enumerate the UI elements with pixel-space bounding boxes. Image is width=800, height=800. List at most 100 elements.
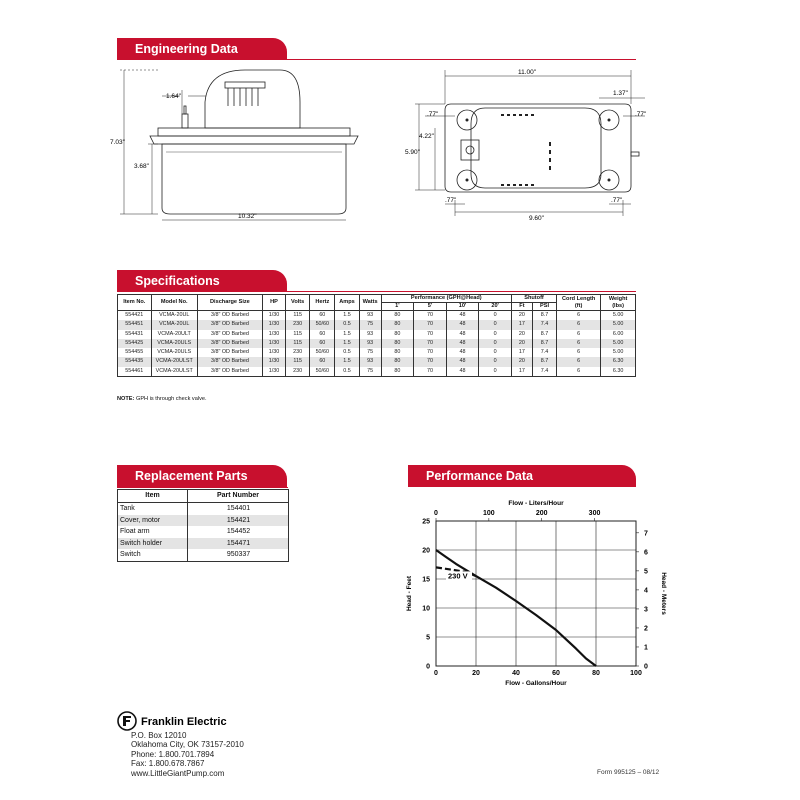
spec-cell: 3/8" OD Barbed: [196, 348, 263, 358]
spec-cell: 75: [358, 366, 382, 378]
spec-cell: 554451: [117, 320, 152, 330]
spec-cell: 20: [510, 338, 533, 349]
spec-cell: 8.7: [531, 329, 558, 339]
spec-cell: 6: [556, 310, 602, 321]
spec-cell: 48: [445, 320, 480, 330]
parts-item-cell: Switch: [117, 549, 188, 562]
spec-cell: 50/60: [309, 320, 336, 330]
y2-axis-label: Head - Meters: [660, 572, 667, 615]
spec-cell: 8.7: [531, 338, 558, 349]
spec-cell: 3/8" OD Barbed: [196, 357, 263, 367]
dim-tank-height: 3.68": [134, 163, 150, 170]
dim-top-right-offset: 1.37": [613, 90, 629, 97]
spec-cell: 60: [309, 310, 336, 321]
y-tick-label: 20: [422, 548, 430, 555]
dim-top-right-hole: .77": [635, 111, 647, 118]
y-axis-label: Head - Feet: [406, 575, 413, 611]
spec-cell: 60: [309, 338, 336, 349]
spec-cell: 60: [309, 357, 336, 367]
dim-overall-height: 7.03": [110, 139, 126, 146]
spec-cell: 0.5: [334, 366, 360, 378]
spec-cell: VCMA-20ULS: [150, 338, 198, 349]
parts-item-cell: Cover, motor: [117, 514, 188, 527]
spec-cell: 230: [285, 320, 311, 330]
spec-cell: 48: [445, 357, 480, 367]
spec-note: NOTE: GPH is through check valve.: [117, 396, 207, 402]
spec-cell: 17: [510, 366, 533, 378]
spec-cell: 93: [358, 310, 382, 321]
spec-cell: 0: [478, 338, 512, 349]
side-view-drawing: 1.64" 7.03" 3.68" 10.32": [110, 69, 359, 221]
replacement-parts-title: Replacement Parts: [135, 469, 248, 483]
parts-number-cell: 154421: [187, 514, 289, 527]
spec-cell: 70: [413, 357, 447, 367]
y-tick-label: 0: [426, 664, 430, 671]
spec-cell: 0: [478, 310, 512, 321]
parts-number-cell: 950337: [187, 549, 289, 562]
spec-cell: 80: [380, 310, 415, 321]
spec-cell: 1.5: [334, 329, 360, 339]
x-tick-label: 100: [630, 670, 642, 677]
dim-top-left-hole: .77": [427, 111, 439, 118]
y-tick-label: 15: [422, 577, 430, 584]
spec-header-discharge-size: Discharge Size: [196, 294, 263, 311]
spec-header-hp: HP: [261, 294, 287, 311]
parts-header-item: Item: [117, 489, 188, 503]
spec-header-20ft: 20': [478, 302, 512, 311]
top-view-drawing: 11.00" 1.37" .77" .77" 4.22" 5.90" .77" …: [405, 69, 647, 222]
spec-cell: 0: [478, 357, 512, 367]
performance-data-title: Performance Data: [426, 469, 533, 483]
spec-cell: 1/30: [261, 338, 287, 349]
spec-cell: 48: [445, 329, 480, 339]
dim-bottom-right-hole: .77": [611, 197, 623, 204]
specifications-banner: Specifications: [117, 270, 287, 292]
spec-cell: 1.5: [334, 310, 360, 321]
spec-cell: 6: [556, 320, 602, 330]
engineering-data-banner: Engineering Data: [117, 38, 287, 60]
dim-top-inner-depth: 4.22": [419, 133, 435, 140]
address-line-website[interactable]: www.LittleGiantPump.com: [131, 768, 225, 778]
spec-cell: 1.5: [334, 357, 360, 367]
spec-header-model-no: Model No.: [150, 294, 198, 311]
spec-cell: 5.00: [600, 310, 636, 321]
address-line-po-box: P.O. Box 12010: [131, 731, 187, 740]
replacement-parts-divider: [117, 487, 288, 488]
spec-note-text: GPH is through check valve.: [135, 396, 207, 402]
spec-cell: 8.7: [531, 310, 558, 321]
spec-cell: 0.5: [334, 320, 360, 330]
spec-cell: 1/30: [261, 320, 287, 330]
dim-bottom-left-hole: .77": [445, 197, 457, 204]
spec-cell: 3/8" OD Barbed: [196, 310, 263, 321]
specifications-divider: [287, 291, 636, 292]
spec-cell: 48: [445, 338, 480, 349]
spec-cell: 0: [478, 329, 512, 339]
x-tick-label: 0: [434, 670, 438, 677]
spec-cell: VCMA-20ULT: [150, 329, 198, 339]
spec-cell: 48: [445, 366, 480, 378]
parts-number-cell: 154471: [187, 537, 289, 550]
replacement-parts-banner: Replacement Parts: [117, 465, 287, 487]
spec-cell: 554435: [117, 357, 152, 367]
spec-cell: 1/30: [261, 348, 287, 358]
y2-tick-label: 1: [644, 644, 648, 651]
y-tick-label: 10: [422, 606, 430, 613]
spec-cell: 20: [510, 357, 533, 367]
spec-header-1ft: 1': [380, 302, 415, 311]
spec-header-amps: Amps: [334, 294, 360, 311]
spec-cell: 6.30: [600, 357, 636, 367]
x2-axis-label: Flow - Liters/Hour: [508, 500, 564, 507]
spec-cell: 93: [358, 357, 382, 367]
spec-cell: 1.5: [334, 338, 360, 349]
spec-cell: 17: [510, 320, 533, 330]
address-line-phone: Phone: 1.800.701.7894: [131, 749, 215, 759]
spec-cell: 6: [556, 329, 602, 339]
specifications-table: Item No. Model No. Discharge Size HP Vol…: [117, 294, 636, 378]
spec-cell: 3/8" OD Barbed: [196, 366, 263, 378]
spec-cell: 80: [380, 329, 415, 339]
parts-header-part-number: Part Number: [187, 489, 289, 503]
